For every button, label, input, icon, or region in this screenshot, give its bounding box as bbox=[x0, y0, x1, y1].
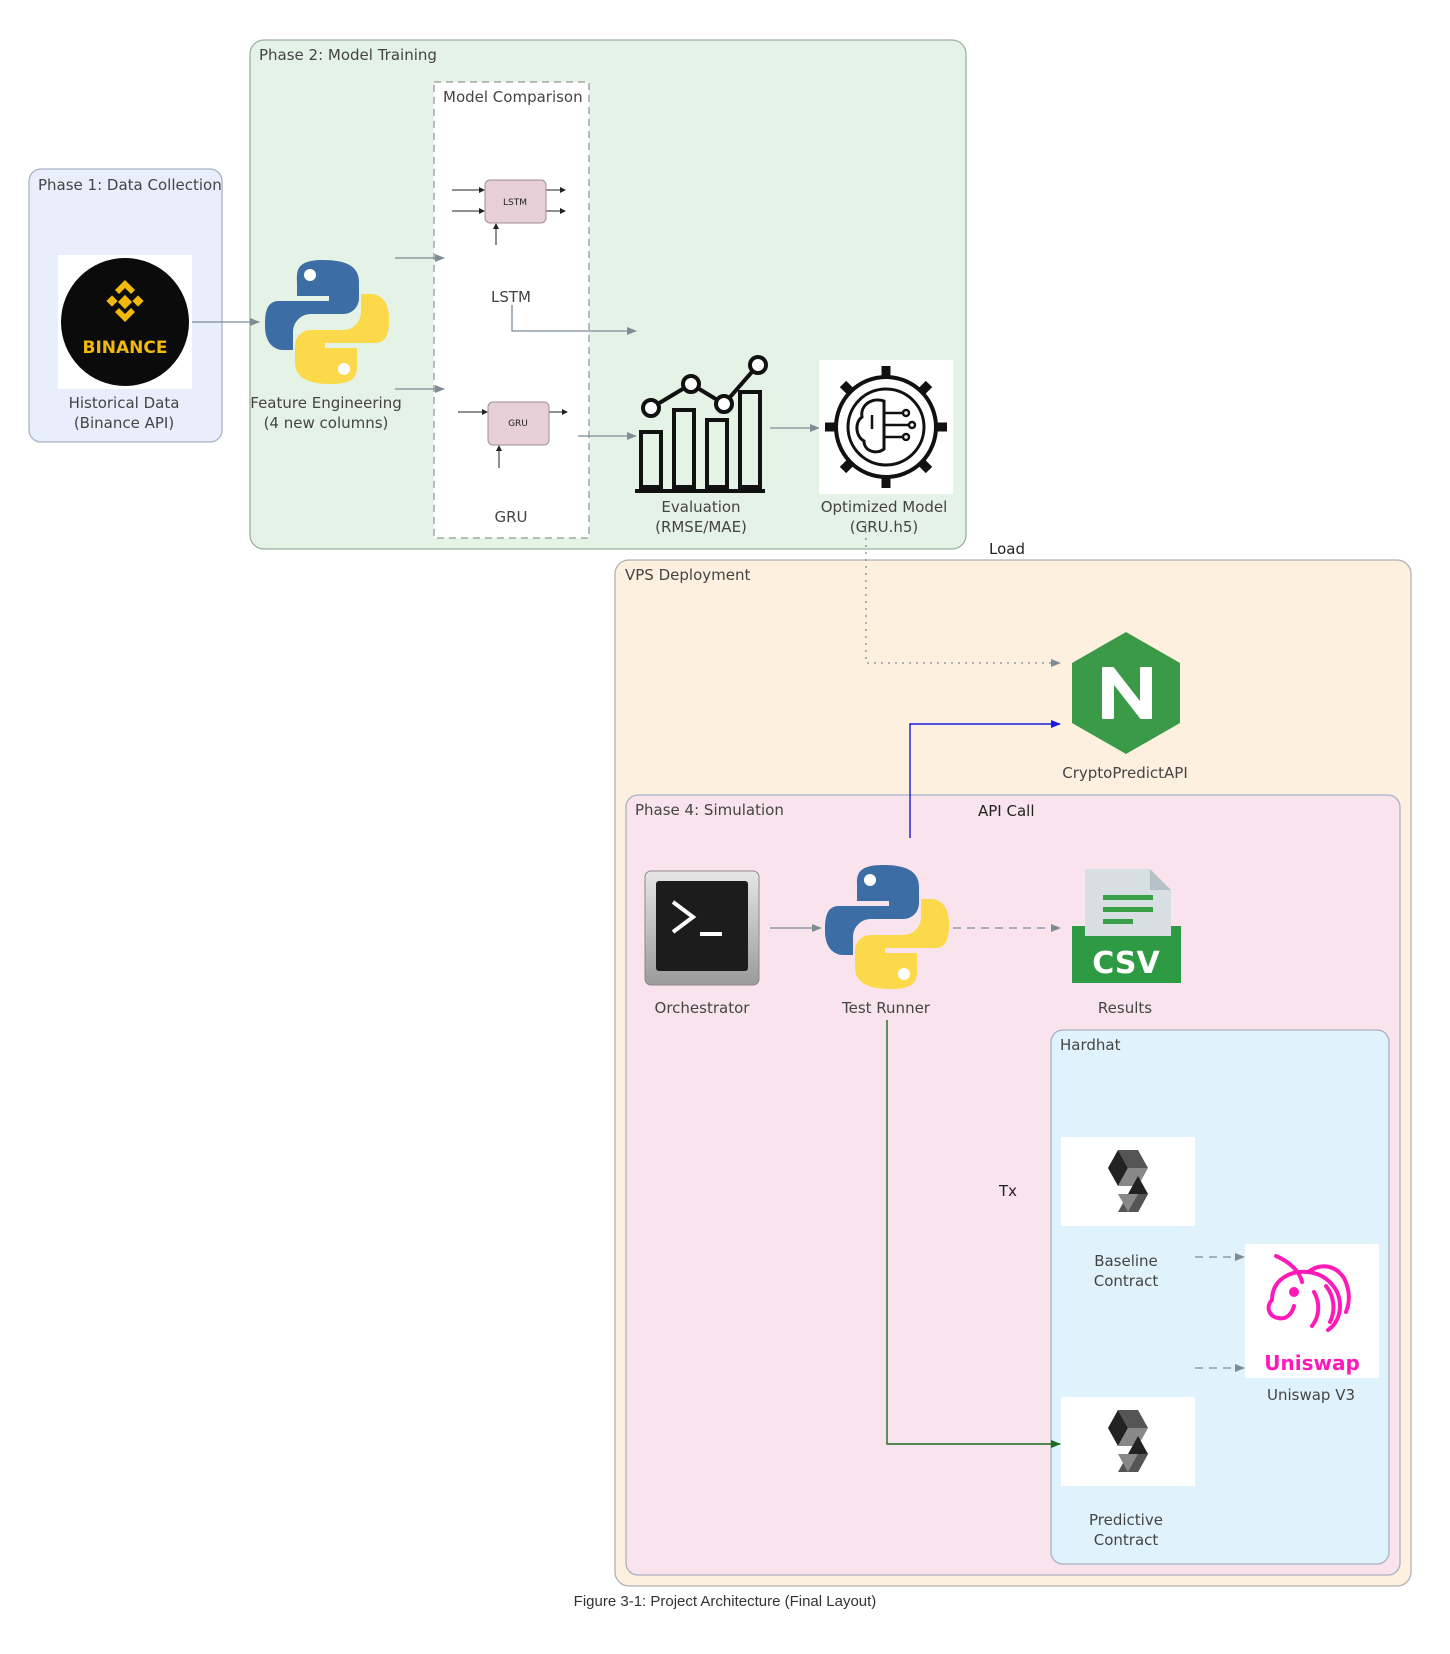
cluster-title-vps: VPS Deployment bbox=[625, 566, 750, 584]
label-baseline-contract-1: Baseline bbox=[1094, 1252, 1158, 1270]
node-orchestrator: Orchestrator bbox=[644, 870, 760, 1017]
label-optimized-model-2: (GRU.h5) bbox=[850, 518, 919, 536]
label-crypto-predict-api: CryptoPredictAPI bbox=[1062, 764, 1188, 782]
ai-brain-gear-icon bbox=[825, 366, 947, 488]
edge-label-tx: Tx bbox=[998, 1182, 1017, 1200]
cluster-model-comparison: Model Comparison bbox=[433, 81, 590, 539]
label-lstm: LSTM bbox=[491, 288, 531, 306]
edge-runner-to-api-call bbox=[909, 720, 1061, 838]
node-optimized-model: Optimized Model (GRU.h5) bbox=[819, 360, 953, 536]
label-baseline-contract-2: Contract bbox=[1094, 1272, 1159, 1290]
uniswap-logo-text: Uniswap bbox=[1264, 1351, 1360, 1375]
gru-cell-diagram-icon bbox=[458, 409, 568, 468]
label-feature-engineering-1: Feature Engineering bbox=[250, 394, 401, 412]
solidity-logo-icon bbox=[1108, 1150, 1148, 1212]
terminal-icon bbox=[644, 870, 760, 986]
node-results: CSV Results bbox=[1072, 869, 1181, 1017]
cluster-phase2: Phase 2: Model Training bbox=[249, 39, 967, 550]
label-orchestrator: Orchestrator bbox=[655, 999, 751, 1017]
edge-label-load: Load bbox=[989, 540, 1025, 558]
label-predictive-contract-2: Contract bbox=[1094, 1531, 1159, 1549]
node-baseline-contract: Baseline Contract bbox=[1061, 1137, 1195, 1290]
label-predictive-contract-1: Predictive bbox=[1089, 1511, 1163, 1529]
edge-runner-to-predictive-tx bbox=[886, 1020, 1061, 1448]
chart-growth-icon bbox=[635, 355, 768, 493]
figure-caption: Figure 3-1: Project Architecture (Final … bbox=[574, 1593, 877, 1610]
label-optimized-model-1: Optimized Model bbox=[821, 498, 948, 516]
cluster-title-model-comparison: Model Comparison bbox=[443, 88, 583, 106]
lstm-cell-text: LSTM bbox=[503, 198, 527, 208]
cluster-title-phase2: Phase 2: Model Training bbox=[259, 46, 437, 64]
python-logo-icon bbox=[825, 865, 949, 989]
gru-cell-text: GRU bbox=[508, 419, 528, 429]
label-evaluation-1: Evaluation bbox=[661, 498, 740, 516]
lstm-cell-diagram-icon bbox=[452, 187, 566, 245]
solidity-logo-icon bbox=[1108, 1410, 1148, 1472]
node-gru: GRU GRU bbox=[458, 401, 568, 526]
label-historical-data-1: Historical Data bbox=[69, 394, 180, 412]
uniswap-unicorn-icon bbox=[1266, 1254, 1351, 1332]
node-evaluation: Evaluation (RMSE/MAE) bbox=[635, 355, 768, 536]
node-feature-engineering: Feature Engineering (4 new columns) bbox=[250, 260, 402, 432]
python-logo-icon bbox=[265, 260, 389, 384]
label-evaluation-2: (RMSE/MAE) bbox=[655, 518, 747, 536]
csv-file-icon: CSV bbox=[1072, 869, 1181, 983]
cluster-title-hardhat: Hardhat bbox=[1060, 1036, 1121, 1054]
cluster-title-phase4: Phase 4: Simulation bbox=[635, 801, 784, 819]
node-lstm: LSTM LSTM bbox=[452, 179, 566, 306]
edge-label-api-call: API Call bbox=[978, 802, 1035, 820]
node-test-runner: Test Runner bbox=[825, 865, 949, 1017]
csv-icon-text: CSV bbox=[1092, 946, 1160, 981]
edge-lstm-to-evaluation bbox=[511, 305, 637, 335]
node-predictive-contract: Predictive Contract bbox=[1061, 1397, 1195, 1549]
cluster-title-phase1: Phase 1: Data Collection bbox=[38, 176, 222, 194]
label-historical-data-2: (Binance API) bbox=[74, 414, 174, 432]
label-uniswap-v3: Uniswap V3 bbox=[1267, 1386, 1355, 1404]
label-feature-engineering-2: (4 new columns) bbox=[264, 414, 389, 432]
edges bbox=[192, 254, 1245, 1448]
label-results: Results bbox=[1098, 999, 1152, 1017]
label-gru: GRU bbox=[494, 508, 527, 526]
label-test-runner: Test Runner bbox=[841, 999, 931, 1017]
node-historical-data: BINANCE Historical Data (Binance API) bbox=[58, 255, 192, 432]
node-crypto-predict-api: CryptoPredictAPI bbox=[1062, 632, 1188, 782]
node-uniswap-v3: Uniswap Uniswap V3 bbox=[1245, 1244, 1379, 1404]
binance-logo-text: BINANCE bbox=[83, 338, 168, 358]
